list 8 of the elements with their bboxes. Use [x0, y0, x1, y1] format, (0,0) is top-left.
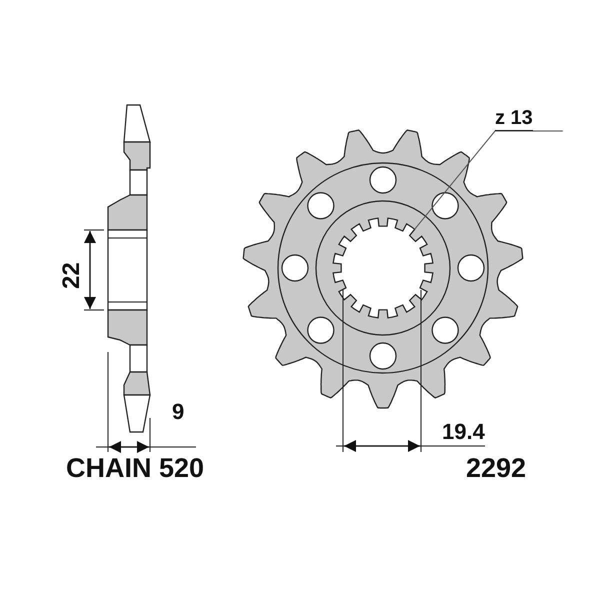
dimension-label: 19.4	[442, 421, 485, 443]
part-number-label: 2292	[466, 455, 526, 482]
spline-bore	[332, 218, 434, 318]
dimension-label: 9	[172, 401, 184, 423]
tooth-count-label: z 13	[495, 108, 533, 131]
dimension-label: 22	[60, 262, 84, 289]
chain-size-label: CHAIN 520	[66, 455, 204, 482]
leader-line	[414, 130, 564, 230]
